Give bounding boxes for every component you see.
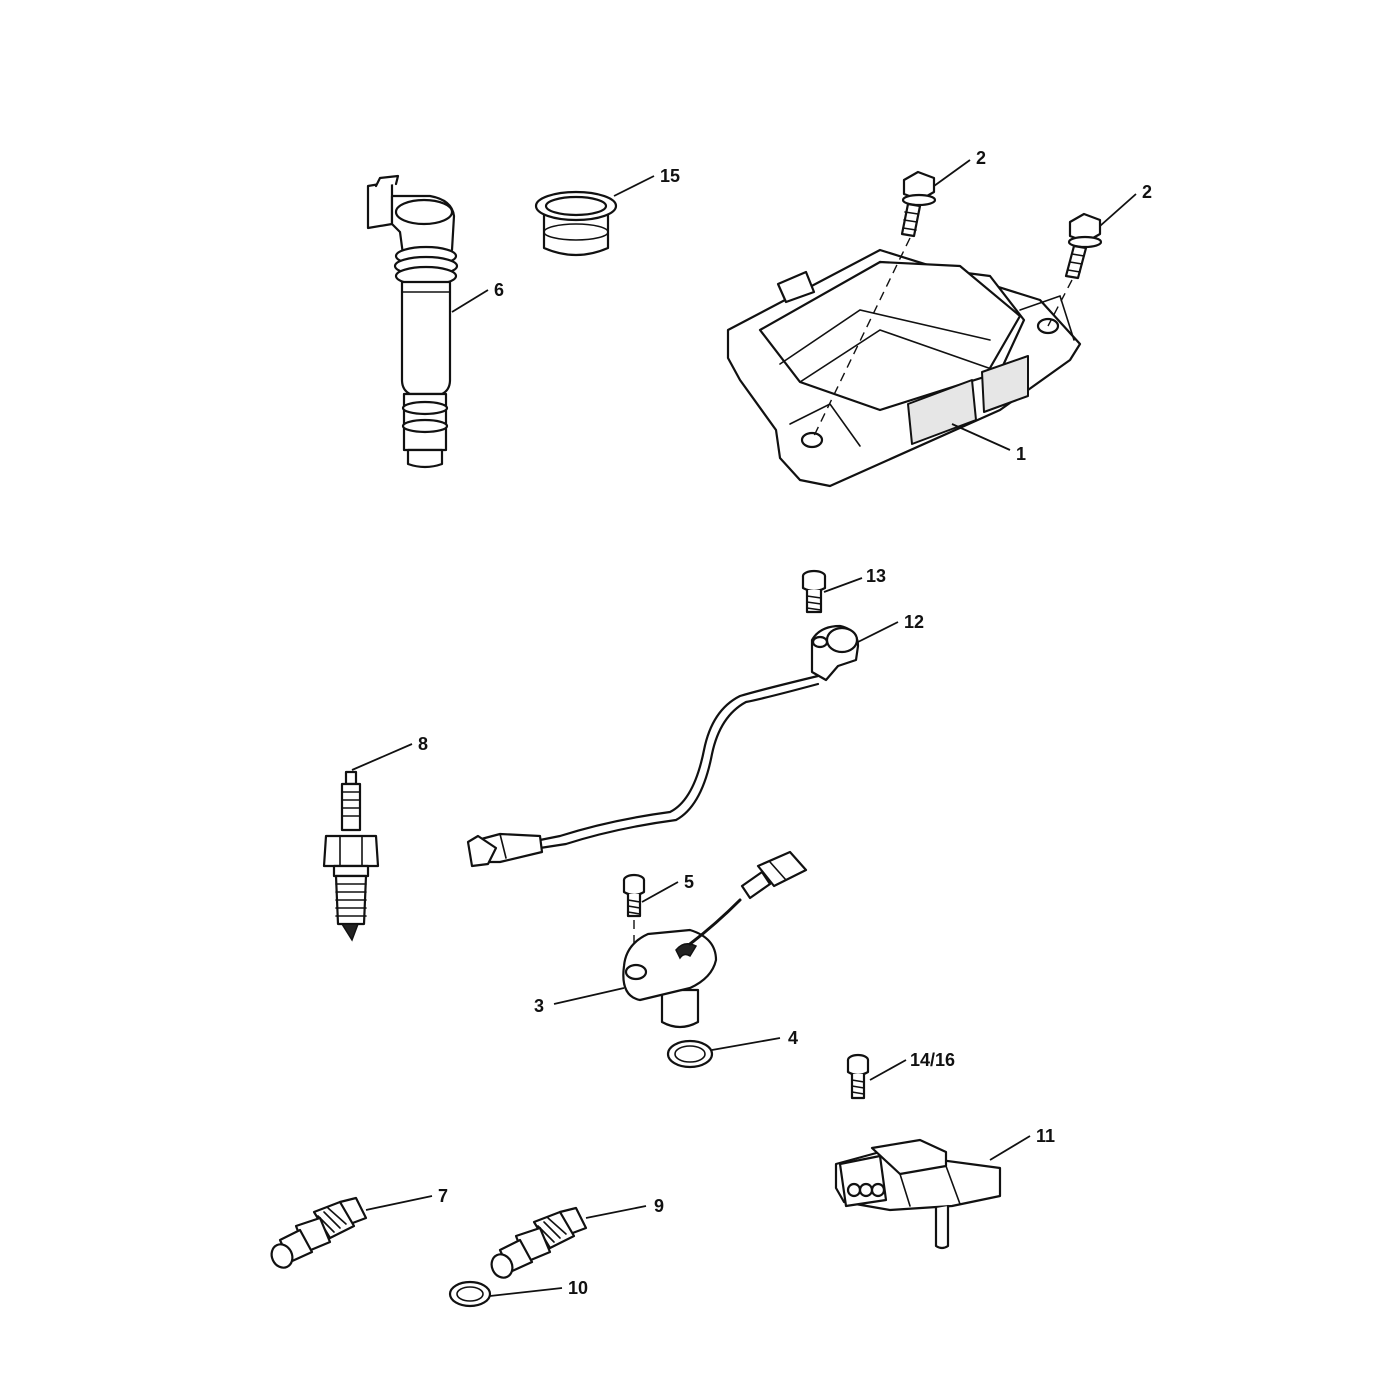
- callout-2b: 2: [1142, 182, 1152, 202]
- sealing-washer: [448, 1280, 492, 1308]
- cam-sensor-screw: [622, 873, 646, 918]
- crank-sensor: [466, 624, 860, 868]
- callout-11: 11: [1036, 1126, 1055, 1146]
- map-sensor-screw: [846, 1053, 870, 1100]
- temp-sensor-a: [270, 1196, 368, 1269]
- ecm-bolt-a: [900, 170, 937, 238]
- leader-lines: [351, 159, 1137, 1297]
- spark-plug: [322, 770, 380, 942]
- map-sensor: [834, 1138, 1002, 1250]
- callout-8: 8: [418, 734, 428, 754]
- coil-seal: [534, 190, 618, 257]
- ignition-coil: [366, 174, 459, 469]
- temp-sensor-b: [490, 1206, 588, 1279]
- callout-14-16: 14/16: [910, 1050, 955, 1070]
- callout-7: 7: [438, 1186, 448, 1206]
- callout-15: 15: [660, 166, 680, 186]
- callout-6: 6: [494, 280, 504, 300]
- callout-4: 4: [788, 1028, 798, 1048]
- callout-12: 12: [904, 612, 924, 632]
- callout-13: 13: [866, 566, 886, 586]
- callout-3: 3: [534, 996, 544, 1016]
- crank-sensor-screw: [801, 569, 827, 614]
- cam-sensor: [622, 850, 808, 1029]
- callout-5: 5: [684, 872, 694, 892]
- callout-9: 9: [654, 1196, 664, 1216]
- callout-1: 1: [1016, 444, 1026, 464]
- ecm: [726, 248, 1082, 488]
- callout-10: 10: [568, 1278, 588, 1298]
- callout-2a: 2: [976, 148, 986, 168]
- callout-labels: 1 2 2 3 4 5 6 7 8 9 10 11 12 13 14/16 15: [418, 148, 1152, 1298]
- ecm-bolt-b: [1064, 212, 1103, 280]
- o-ring-cam: [666, 1039, 714, 1069]
